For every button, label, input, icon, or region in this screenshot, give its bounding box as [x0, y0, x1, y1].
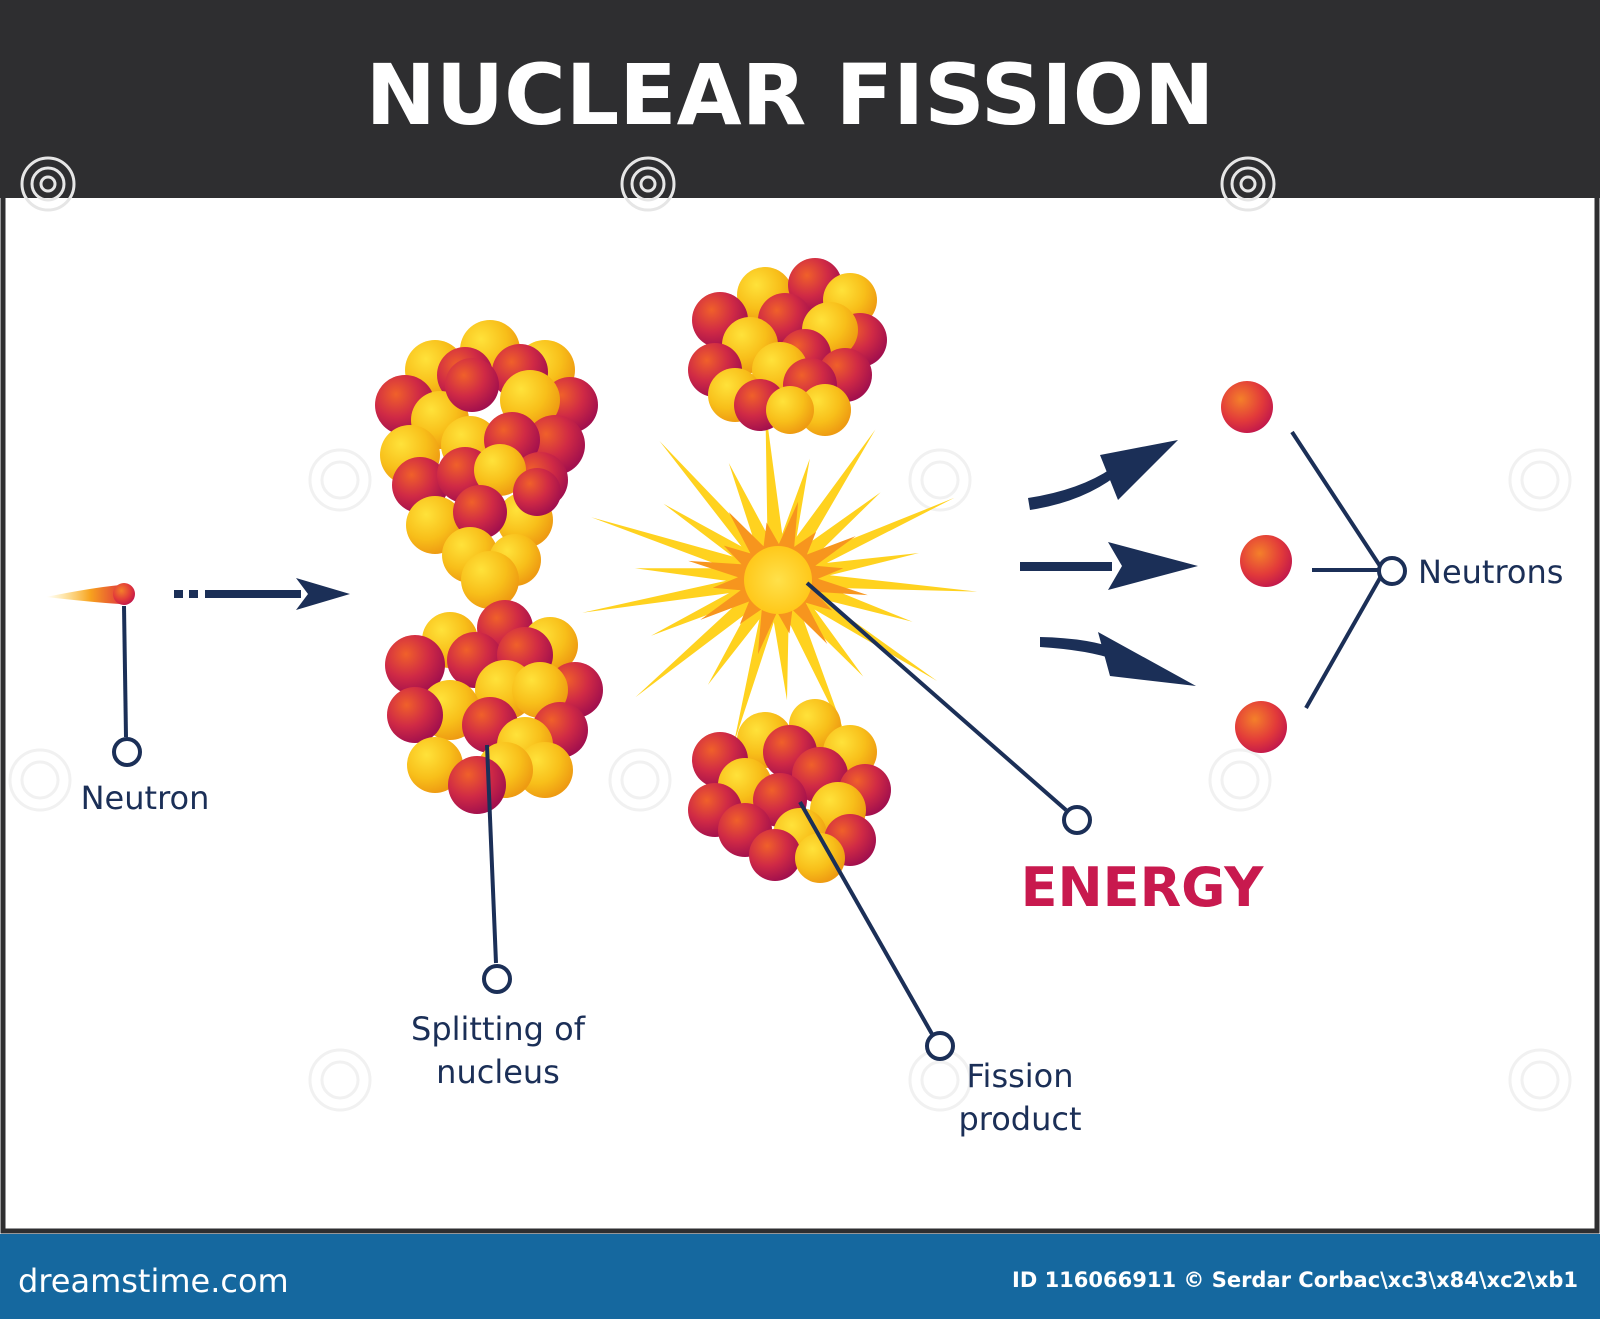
arrow-icon [1040, 637, 1120, 660]
neutron-icon [1235, 701, 1287, 753]
fission-product-label-line1: Fission [966, 1057, 1073, 1095]
watermark-icon [20, 156, 1276, 212]
outgoing-arrows [1020, 440, 1198, 686]
header-bar [0, 0, 1600, 198]
neutron-icon [113, 583, 135, 605]
splitting-label-line2: nucleus [436, 1053, 560, 1091]
footer-site: dreamstime.com [18, 1262, 289, 1300]
arrow-icon [296, 578, 350, 610]
arrow-icon [1020, 562, 1112, 571]
arrow-icon [1100, 440, 1178, 500]
splitting-nucleus-bottom [385, 600, 603, 814]
nucleus-icon [375, 320, 603, 814]
splitting-leader [482, 744, 512, 994]
footer-bar [0, 1234, 1600, 1319]
footer-credit: ID 116066911 © Serdar Corbac\xc3\x84\xc2… [1012, 1268, 1578, 1292]
neutron-icon [1240, 535, 1292, 587]
explosion-icon [582, 408, 978, 744]
page-title: NUCLEAR FISSION [366, 46, 1215, 144]
emitted-neutrons [1221, 381, 1292, 753]
arrow-icon [1098, 632, 1196, 686]
neutrons-leader [1290, 430, 1407, 709]
fission-product-top [688, 258, 887, 436]
incoming-neutron [46, 583, 135, 605]
fission-product-leader [798, 801, 955, 1061]
neutron-leader [112, 605, 142, 767]
neutrons-label: Neutrons [1418, 553, 1563, 591]
splitting-nucleus-top [375, 320, 598, 609]
neutron-label: Neutron [81, 779, 210, 817]
neutron-trail [46, 585, 120, 604]
splitting-label-line1: Splitting of [411, 1010, 586, 1048]
energy-leader [805, 581, 1092, 835]
neutron-icon [1221, 381, 1273, 433]
arrow-icon [1028, 468, 1116, 510]
approach-arrow [174, 578, 350, 610]
fission-product-bottom [688, 699, 891, 883]
arrow-icon [1108, 542, 1198, 590]
energy-label: ENERGY [1021, 856, 1265, 919]
fission-product-label-line2: product [958, 1100, 1081, 1138]
